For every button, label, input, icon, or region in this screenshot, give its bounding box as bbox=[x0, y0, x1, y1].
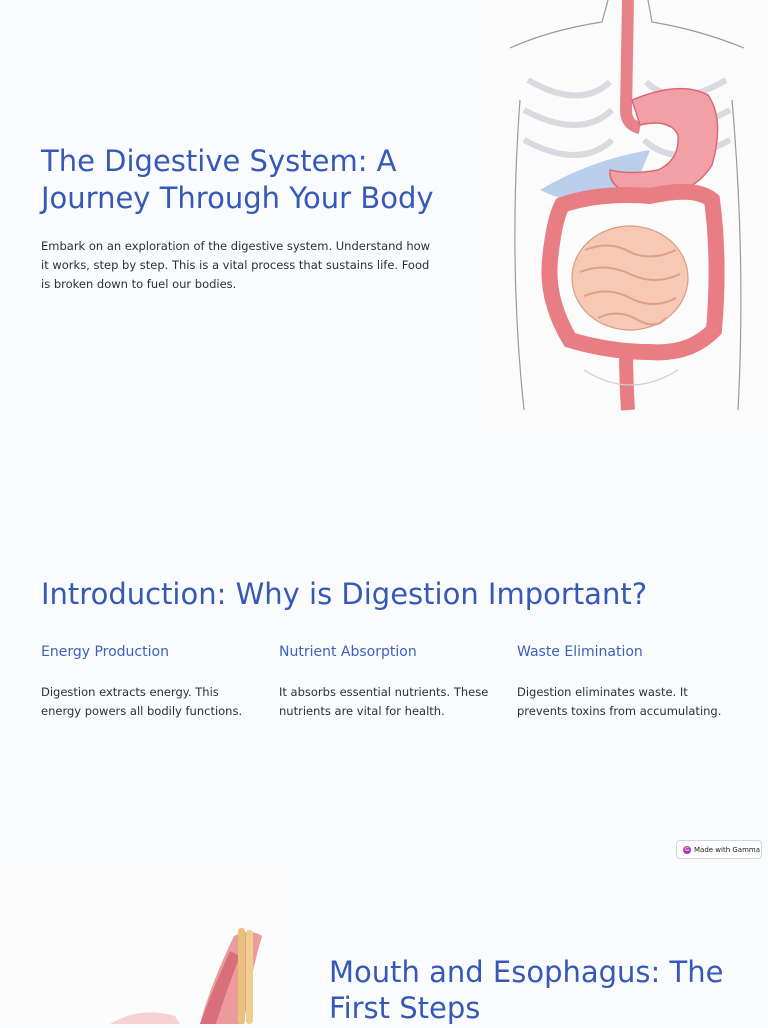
hero-title: The Digestive System: A Journey Through … bbox=[41, 144, 434, 215]
badge-label: Made with Gamma bbox=[694, 845, 761, 854]
intro-slide: Introduction: Why is Digestion Important… bbox=[0, 440, 768, 860]
hero-description: Embark on an exploration of the digestiv… bbox=[41, 239, 431, 291]
card-text: Digestion eliminates waste. It prevents … bbox=[517, 685, 722, 718]
digestive-system-illustration bbox=[480, 0, 768, 428]
made-with-gamma-badge[interactable]: G Made with Gamma bbox=[676, 840, 762, 859]
esophagus-illustration bbox=[0, 866, 288, 1024]
card-heading: Waste Elimination bbox=[517, 644, 643, 660]
card-heading: Energy Production bbox=[41, 644, 169, 660]
card-waste-elimination: Waste Elimination Digestion eliminates w… bbox=[517, 642, 732, 721]
card-energy-production: Energy Production Digestion extracts ene… bbox=[41, 642, 256, 721]
intro-title: Introduction: Why is Digestion Important… bbox=[41, 577, 648, 611]
card-text: It absorbs essential nutrients. These nu… bbox=[279, 685, 489, 718]
hero-slide: The Digestive System: A Journey Through … bbox=[0, 0, 768, 440]
card-text: Digestion extracts energy. This energy p… bbox=[41, 685, 243, 718]
mouth-esophagus-slide: Mouth and Esophagus: The First Steps bbox=[0, 866, 768, 1025]
slide3-title: Mouth and Esophagus: The First Steps bbox=[329, 955, 724, 1025]
gamma-logo-icon: G bbox=[683, 845, 691, 854]
card-heading: Nutrient Absorption bbox=[279, 644, 417, 660]
card-nutrient-absorption: Nutrient Absorption It absorbs essential… bbox=[279, 642, 494, 721]
